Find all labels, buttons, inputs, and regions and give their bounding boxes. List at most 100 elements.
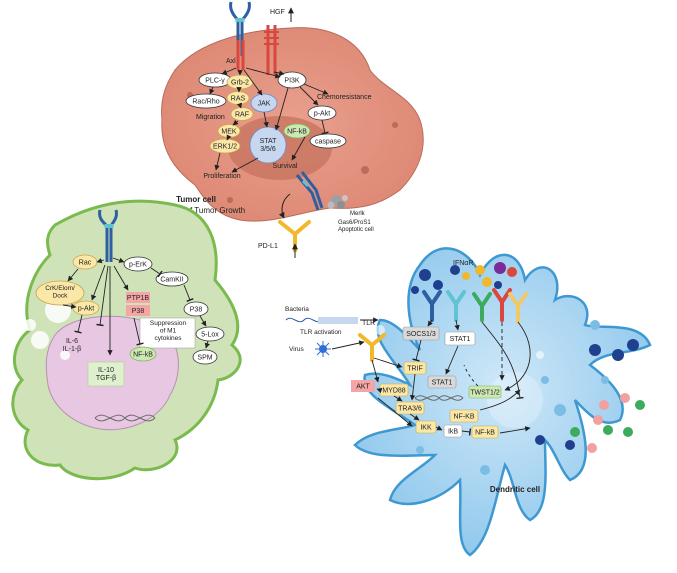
spm-node (192, 349, 218, 365)
macrophage-nfkb-node (129, 346, 157, 362)
perk-label: p-ErK (129, 262, 147, 269)
twist-node (468, 385, 502, 399)
apoptotic-label: Apoptotic cell (338, 227, 374, 233)
dendritic-arrows (331, 317, 531, 436)
axl-receptor-icon (229, 1, 251, 70)
akt-label: AKT (356, 384, 370, 391)
tlr-receptor-icon (358, 333, 386, 362)
plc-label: PLC-γ (205, 78, 225, 85)
proliferation-label: Proliferation (203, 173, 240, 180)
mek-label: MEK (221, 129, 237, 136)
secreted-dots (535, 339, 645, 453)
bacteria-label: Bacteria (285, 306, 309, 313)
rac-label: Rac (79, 260, 92, 267)
myd88-label: MYD88 (382, 388, 405, 395)
twist-label: TWST1/2 (470, 390, 500, 397)
tumor-cell-subtitle: Promotion of Tumor Growth (147, 206, 245, 215)
ifnar-label: IFNαR (453, 260, 473, 267)
macrophage-nodes: Rac p-ErK CrK/Elom/Dock CamKII p-Akt PTP… (35, 254, 225, 387)
virus-label: Virus (289, 346, 304, 353)
migration-label: Migration (196, 114, 225, 121)
survival-label: Survival (273, 163, 298, 170)
pi3k-node (277, 71, 307, 89)
tlr-activation-bar (318, 317, 358, 324)
ptp1b-node (126, 292, 150, 303)
suppression-box (139, 317, 196, 349)
tlr-activation-label: TLR activation (300, 329, 342, 336)
pdl1-curve-arrow (278, 193, 291, 219)
nfkb2-node (471, 425, 499, 439)
p38-label: P38 (190, 307, 203, 314)
dna-helix-icon (94, 414, 156, 422)
stat1a-node (444, 331, 476, 346)
crk-label: CrK/Elom/Dock (45, 285, 75, 300)
ifn-ligands (411, 262, 517, 294)
raf-label: RAF (235, 112, 249, 119)
nfkb-label: NF-kB (287, 129, 307, 136)
merlk-receptor-icon (295, 171, 324, 211)
crk-node (35, 280, 85, 306)
camkii-node (155, 271, 189, 287)
macrophage-pakt-label: p-Akt (78, 306, 94, 313)
lox-node (195, 326, 225, 342)
jak-label: JAK (258, 101, 271, 108)
p38-node (183, 301, 209, 317)
spm-label: SPM (197, 355, 212, 362)
chemoresistance-label: Chemoresistance (317, 94, 372, 101)
apoptotic-cell-icon (327, 195, 348, 209)
ptp1b-label: PTP1B (127, 295, 150, 302)
trif-label: TRIF (407, 366, 423, 373)
tumor-arrows (209, 67, 329, 173)
ikk-label: IKK (420, 425, 432, 432)
merlk-label: Merlk (350, 211, 366, 217)
pdl1-label: PD-L1 (258, 243, 278, 250)
perk-node (123, 256, 153, 272)
pakt-label: p-Akt (314, 111, 330, 118)
dendritic-cell: IFNαR (285, 247, 652, 557)
stat1b-label: STAT1 (432, 380, 453, 387)
lox-label: 5-Lox (201, 332, 219, 339)
racrho-label: Rac/Rho (192, 99, 219, 106)
tumor-cell-title: Tumor cell (176, 195, 216, 204)
p38-red-label: P38 (132, 308, 145, 315)
gas6-label: Gas6/ProS1 (338, 220, 371, 226)
grb2-label: Grb-2 (231, 80, 249, 87)
socs-label: SOCS1/3 (406, 331, 436, 338)
nfkb-node (283, 123, 311, 139)
ifn-receptors (422, 288, 528, 324)
nfkb1-label: NF-KB (454, 414, 475, 421)
stat1b-node (427, 375, 457, 389)
bacteria-icon (285, 317, 323, 323)
macrophage-arrows (62, 257, 210, 356)
nfkb1-node (449, 409, 479, 423)
tumor-cell: HGF Axl PLC-γ Grb-2 PI3K Rac/Rho RAS JAK… (147, 1, 424, 258)
racrho-node (185, 93, 227, 109)
tra36-label: TRA3/6 (398, 406, 422, 413)
dendritic-cell-title: Dendritic cell (490, 485, 540, 494)
dc-dna-helix-icon (414, 395, 464, 401)
tlr-label: TLR (362, 320, 375, 327)
camkii-label: CamKII (160, 277, 183, 284)
erk-label: ERK1/2 (213, 144, 237, 151)
il10-box (87, 361, 125, 387)
ikb-label: IkB (448, 429, 458, 436)
erk-node (209, 138, 241, 154)
hgf-label: HGF (270, 9, 285, 16)
macrophage-nfkb-label: NF-kB (133, 352, 153, 359)
macrophage-cell: Rac p-ErK CrK/Elom/Dock CamKII p-Akt PTP… (11, 199, 242, 481)
nfkb2-label: NF-kB (475, 430, 495, 437)
stat356-node (249, 126, 287, 164)
ras-label: RAS (231, 96, 246, 103)
macrophage-receptor-icon (98, 209, 118, 262)
stat1a-label: STAT1 (450, 336, 471, 343)
p38-red-node (126, 305, 150, 316)
caspase-label: caspase (315, 139, 341, 146)
akt-node (351, 380, 375, 392)
hgf-receptor-icon (264, 25, 279, 75)
pi3k-label: PI3K (284, 78, 300, 85)
